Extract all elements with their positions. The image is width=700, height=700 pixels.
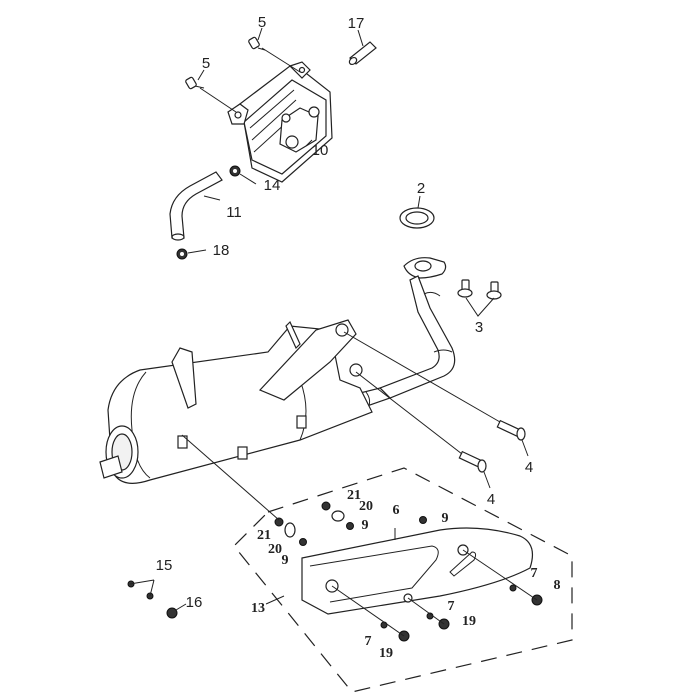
- callout-9-mid: 9: [362, 518, 369, 533]
- part-5-bolt-left: [185, 76, 237, 113]
- callout-16: 16: [186, 594, 203, 611]
- callout-5-left: 5: [202, 55, 210, 72]
- callout-labels: 5 5 17 10 14 11 18 2 3 4 4 21 20 9 21 20…: [156, 14, 561, 661]
- part-6-heat-shield: [301, 527, 533, 615]
- callout-8: 8: [554, 578, 561, 593]
- callout-15: 15: [156, 557, 173, 574]
- part-5-bolt-top: [248, 36, 301, 73]
- callout-4-upper: 4: [525, 459, 533, 476]
- part-3-bolts: [457, 279, 502, 300]
- muffler: [99, 319, 373, 484]
- fastener-set: [127, 434, 543, 642]
- callout-6: 6: [393, 503, 400, 518]
- callout-14: 14: [264, 177, 281, 194]
- part-4-bolt-lower: [355, 371, 491, 489]
- part-11-hose: [169, 171, 223, 241]
- callout-10: 10: [312, 142, 329, 159]
- callout-7-right: 7: [531, 566, 538, 581]
- part-2-gasket: [399, 207, 435, 229]
- callout-3: 3: [475, 319, 483, 336]
- callout-20-left: 20: [268, 542, 282, 557]
- callout-9-right: 9: [442, 511, 449, 526]
- callout-19-left: 19: [379, 646, 393, 661]
- callout-4-lower: 4: [487, 491, 495, 508]
- callout-17: 17: [348, 15, 365, 32]
- callout-19-right: 19: [462, 614, 476, 629]
- callout-7-mid: 7: [448, 599, 455, 614]
- callout-7-left: 7: [365, 634, 372, 649]
- callout-20-mid: 20: [359, 499, 373, 514]
- callout-21-left: 21: [257, 528, 271, 543]
- heat-shield-kit-boundary: [233, 467, 573, 693]
- callout-5-top: 5: [258, 14, 266, 31]
- callout-11: 11: [226, 204, 242, 221]
- callout-2: 2: [417, 180, 425, 197]
- part-4-bolt-upper: [343, 331, 529, 457]
- part-18-clamp: [176, 248, 188, 260]
- callout-13: 13: [251, 601, 265, 616]
- callout-9-left: 9: [282, 553, 289, 568]
- leader-lines: [129, 27, 495, 611]
- part-17-hose: [348, 41, 377, 66]
- part-10-air-valve: [227, 61, 333, 183]
- part-14-nut: [229, 165, 241, 177]
- callout-18: 18: [213, 242, 230, 259]
- callout-21-mid: 21: [347, 488, 361, 503]
